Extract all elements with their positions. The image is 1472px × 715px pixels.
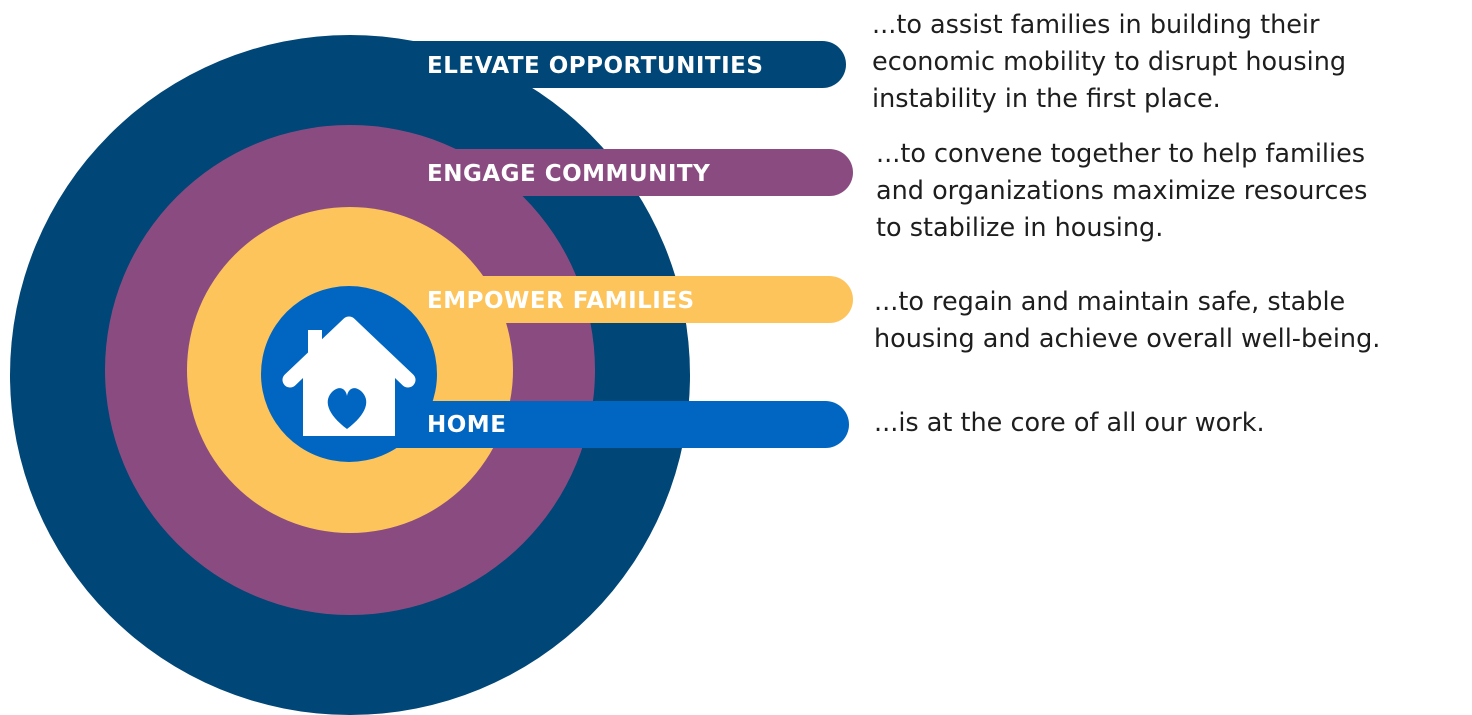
band-empower (330, 276, 853, 323)
band-home (330, 401, 849, 448)
description-empower: ...to regain and maintain safe, stable h… (874, 284, 1380, 358)
description-home: ...is at the core of all our work. (874, 405, 1265, 442)
house-heart-icon (282, 316, 416, 436)
description-line: ...is at the core of all our work. (874, 408, 1265, 438)
description-line: ...to convene together to help families (876, 139, 1366, 169)
description-line: ...to regain and maintain safe, stable (874, 287, 1346, 317)
description-line: and organizations maximize resources (876, 176, 1368, 206)
description-line: housing and achieve overall well-being. (874, 324, 1381, 354)
description-line: instability in the first place. (872, 84, 1221, 114)
description-line: economic mobility to disrupt housing (872, 47, 1347, 77)
label-engage: ENGAGE COMMUNITY (427, 161, 710, 187)
description-elevate: ...to assist families in building their … (872, 7, 1346, 118)
band-engage (330, 149, 853, 196)
label-home: HOME (427, 412, 506, 438)
description-engage: ...to convene together to help families … (876, 136, 1367, 247)
description-line: ...to assist families in building their (872, 10, 1320, 40)
label-empower: EMPOWER FAMILIES (427, 288, 695, 314)
description-line: to stabilize in housing. (876, 213, 1164, 243)
band-elevate (330, 41, 846, 88)
label-elevate: ELEVATE OPPORTUNITIES (427, 53, 763, 79)
